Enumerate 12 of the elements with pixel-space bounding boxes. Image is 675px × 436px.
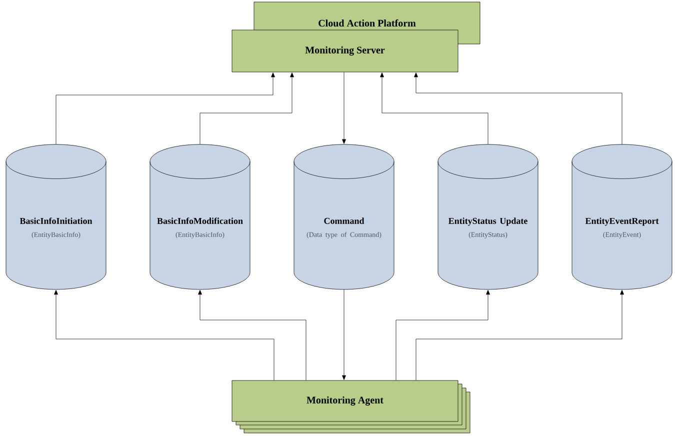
- arrow: [54, 290, 274, 380]
- arrow: [198, 290, 306, 380]
- arrow: [342, 72, 346, 144]
- server-box: Monitoring Server: [232, 30, 458, 72]
- arrow: [414, 72, 622, 144]
- arrow: [416, 290, 624, 380]
- arrow: [56, 72, 275, 144]
- arrow: [342, 289, 346, 380]
- stacked-agent-box: Monitoring Agent: [232, 380, 470, 434]
- arrow: [380, 72, 488, 144]
- arrow: [396, 290, 490, 380]
- arrow: [200, 72, 294, 144]
